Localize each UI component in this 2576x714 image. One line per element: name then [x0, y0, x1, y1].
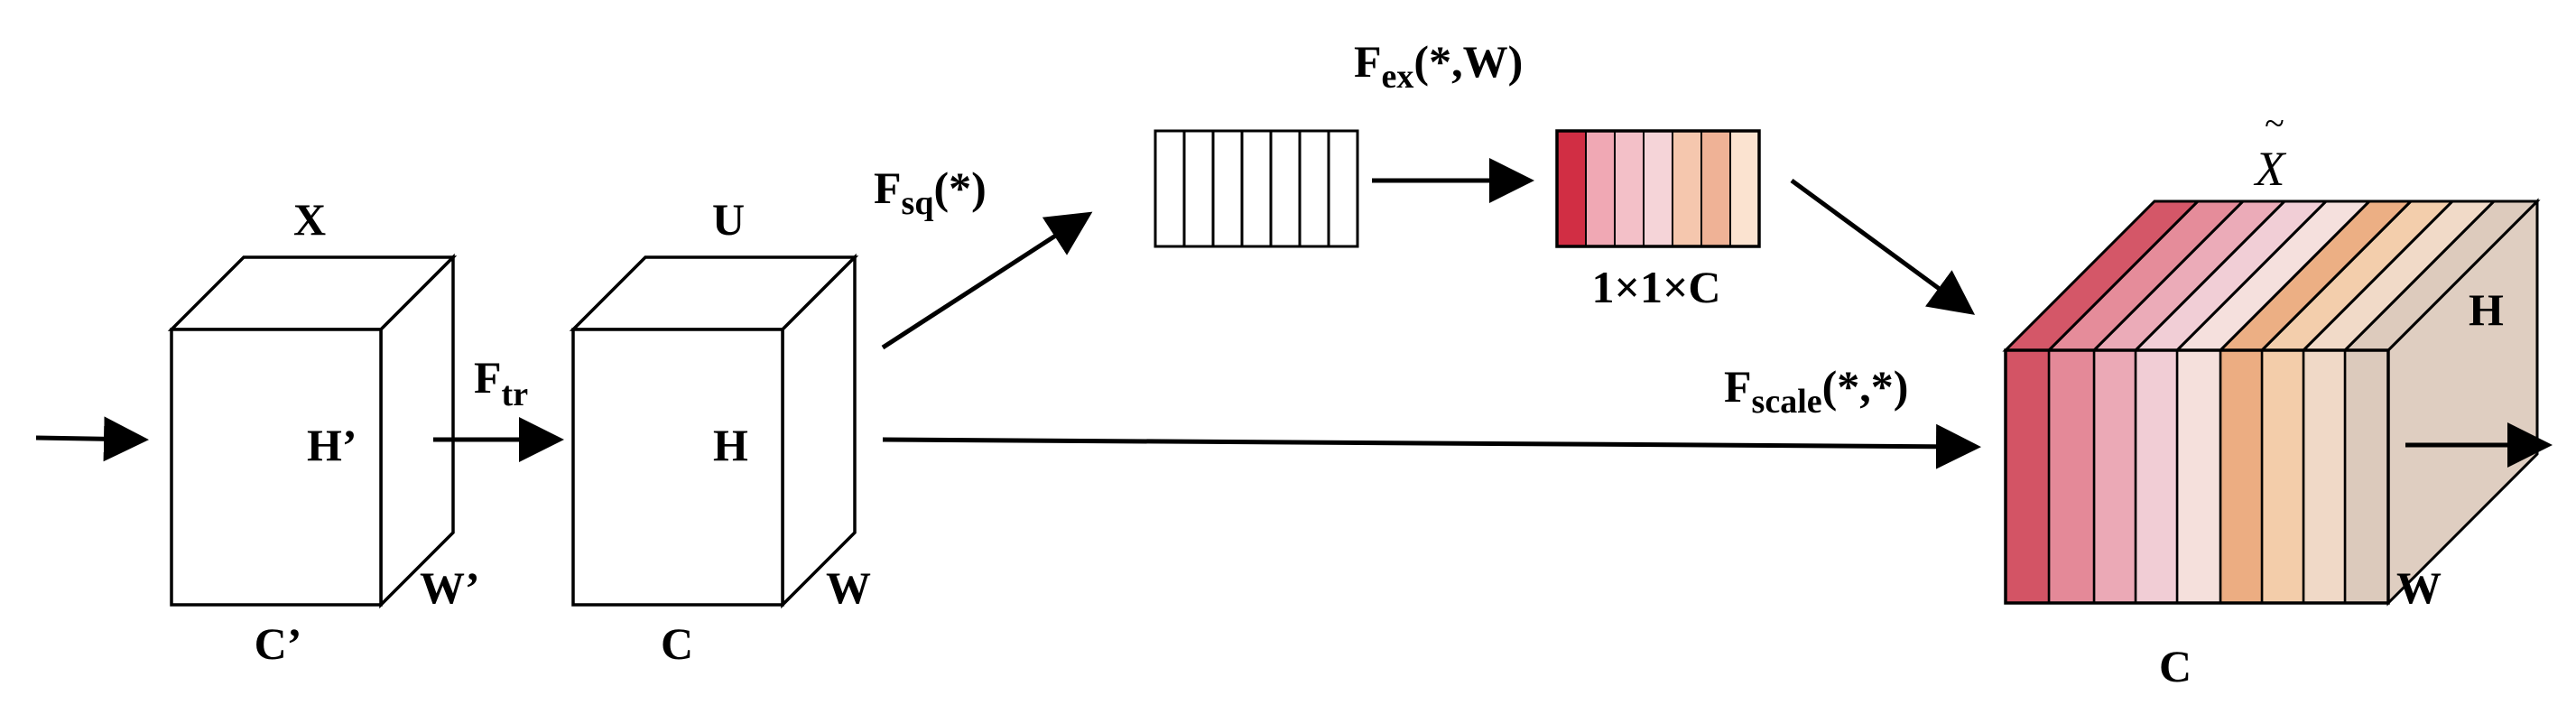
excitation-vector-border: [1555, 129, 1761, 248]
weights-to-output-arrow: [1790, 178, 1976, 315]
output-tensor: [2002, 198, 2541, 607]
output-slice-front: [2134, 348, 2179, 605]
excitation-vector: [1555, 129, 1761, 248]
output-slice-front: [2004, 348, 2051, 605]
input-arrow: [35, 416, 149, 462]
label-x-tilde: X: [2254, 142, 2287, 196]
squeezed-vector-cell: [1240, 129, 1273, 248]
excitation-vector-cell: [1556, 130, 1587, 247]
label-f-sq: Fsq(*): [874, 162, 987, 222]
excitation-vector-cell: [1585, 130, 1616, 247]
output-slice-front: [2219, 348, 2264, 605]
output-slice-front: [2302, 348, 2347, 605]
label-h-prime: H’: [307, 420, 357, 470]
excitation-vector-cell: [1643, 130, 1673, 247]
excitation-vector-cell: [1729, 130, 1760, 247]
cube-u: [569, 253, 859, 609]
label-h-out: H: [2469, 284, 2504, 335]
cube-u-front-face: [571, 328, 784, 607]
label-w-prime: W’: [420, 562, 480, 613]
cube-x-front-face: [170, 328, 383, 607]
squeezed-vector-cell: [1269, 129, 1302, 248]
excitation-vector-cell: [1700, 130, 1731, 247]
excitation-vector-cell: [1614, 130, 1645, 247]
output-slice-front: [2047, 348, 2096, 605]
label-vec-size: 1×1×C: [1591, 262, 1720, 312]
label-c-out: C: [2159, 641, 2191, 691]
excitation-vector-cell: [1672, 130, 1702, 247]
label-f-ex: Fex(*,W): [1354, 36, 1523, 96]
squeezed-vector-cell: [1298, 129, 1330, 248]
squeezed-vector-cell: [1182, 129, 1215, 248]
squeezed-vector-cell: [1211, 129, 1244, 248]
label-x: X: [293, 194, 326, 245]
label-u: U: [712, 194, 745, 245]
label-w-u: W: [826, 562, 871, 613]
output-slice-front: [2260, 348, 2305, 605]
label-c-prime: C’: [255, 618, 302, 669]
output-block-outline: [2004, 348, 2390, 605]
label-w-out: W: [2396, 562, 2442, 613]
label-x-tilde-accent: ~: [2265, 103, 2284, 144]
output-slice-front: [2175, 348, 2222, 605]
label-f-tr: Ftr: [474, 352, 528, 413]
output-slice-front: [2343, 348, 2390, 605]
f-scale-arrow: [882, 423, 1981, 469]
f-sq-arrow: [881, 211, 1093, 350]
cube-x: [167, 253, 458, 609]
label-c-u: C: [661, 618, 693, 669]
label-f-scale: Fscale(*,*): [1724, 361, 1908, 421]
squeezed-vector-cell: [1154, 129, 1186, 248]
squeezed-vector: [1154, 129, 1359, 248]
squeezed-vector-cell: [1327, 129, 1359, 248]
output-slice-front: [2092, 348, 2137, 605]
label-h-u: H: [713, 420, 748, 470]
